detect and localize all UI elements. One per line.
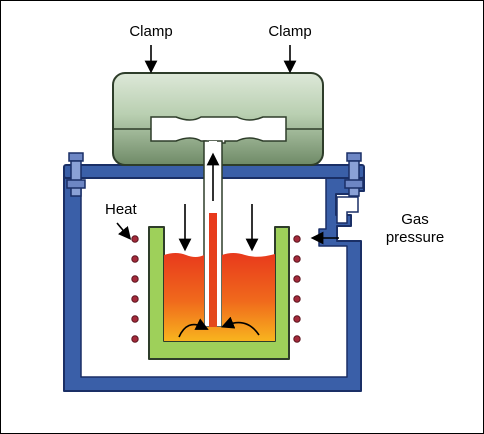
heat-label: Heat xyxy=(105,201,137,218)
heat-arrow xyxy=(116,222,132,240)
bolt-right xyxy=(344,152,364,197)
bolt-left xyxy=(66,152,86,197)
gas-label-line2: pressure xyxy=(385,229,445,246)
gas-inlet xyxy=(336,196,359,224)
molten-metal xyxy=(164,253,275,341)
heating-coils-left xyxy=(131,235,139,343)
gas-label-line1: Gas xyxy=(401,211,429,228)
mold-cavity xyxy=(150,116,287,144)
clamp-right-label: Clamp xyxy=(268,23,312,40)
swirl-arrows xyxy=(178,316,260,338)
heating-coils-right xyxy=(293,235,301,343)
metal-in-tube xyxy=(209,213,217,327)
melt-pressure-arrows xyxy=(178,204,259,252)
clamp-left-label: Clamp xyxy=(129,23,173,40)
